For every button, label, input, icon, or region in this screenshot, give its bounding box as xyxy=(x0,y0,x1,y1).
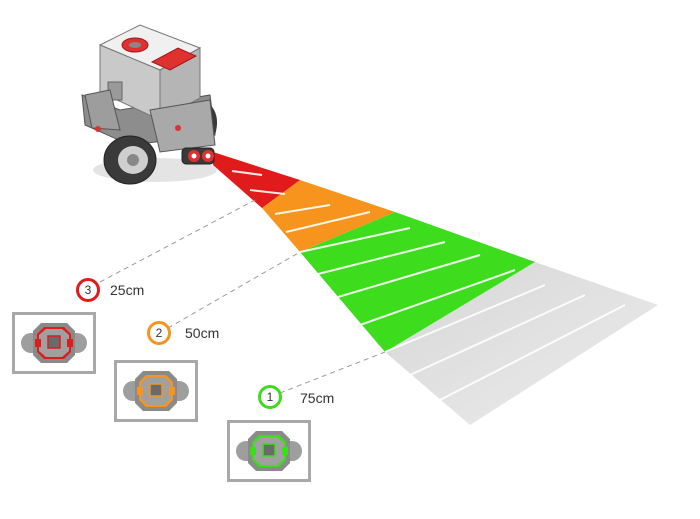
beam-zone-far xyxy=(300,212,535,352)
zone-3-sensor-panel xyxy=(12,312,96,374)
sensor-lights-icon xyxy=(123,371,189,411)
zone-2-distance-label: 50cm xyxy=(185,325,220,341)
beam-stripes xyxy=(231,170,626,401)
zone-3-badge: 3 xyxy=(76,278,100,302)
distance-guide-lines xyxy=(99,199,386,394)
zone-2-sensor-panel xyxy=(114,360,198,422)
sensor-lights-icon xyxy=(21,323,87,363)
zone-2-badge: 2 xyxy=(147,321,171,345)
sensor-lights-icon xyxy=(236,431,302,471)
zone-1-distance-label: 75cm xyxy=(300,390,335,406)
zone-3-distance-label: 25cm xyxy=(110,282,145,298)
beam-zone-mid xyxy=(262,180,395,252)
robot xyxy=(81,24,218,185)
beam-zone-beyond xyxy=(385,262,658,425)
zone-1-badge: 1 xyxy=(258,385,282,409)
zone-1-sensor-panel xyxy=(227,420,311,482)
